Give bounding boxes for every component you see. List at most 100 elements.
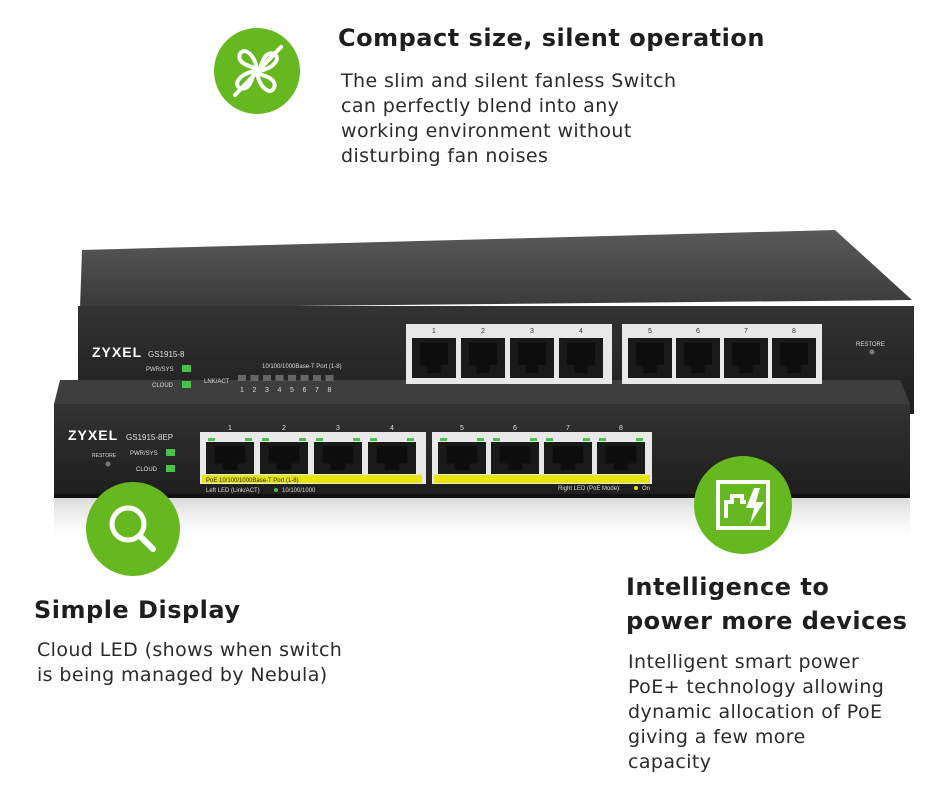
bottom-port-number: 4: [390, 425, 394, 432]
top-port: [676, 338, 720, 378]
bottom-port: [314, 438, 362, 474]
top-model: GS1915-8: [148, 350, 185, 359]
top-led-number: 6: [303, 387, 307, 394]
top-cloud-label: CLOUD: [152, 383, 174, 389]
bottom-poe-caption: PoE 10/100/1000Base-T Port (1-8): [206, 478, 299, 484]
feature-intelligence-line: dynamic allocation of PoE: [628, 701, 883, 723]
bottom-port-number: 7: [566, 425, 570, 432]
feature-intelligence-line: PoE+ technology allowing: [628, 676, 885, 698]
bottom-restore-button: [105, 461, 111, 467]
feature-display-title: Simple Display: [34, 596, 241, 624]
top-link-led: [275, 375, 284, 381]
top-port-caption: 10/100/1000Base-T Port (1-8): [262, 364, 342, 370]
top-led-number: 7: [315, 387, 319, 394]
feature-compact-line: The slim and silent fanless Switch: [341, 70, 677, 92]
top-led-number: 3: [265, 387, 269, 394]
top-port-number: 8: [792, 328, 796, 335]
bottom-port-number: 5: [460, 425, 464, 432]
feature-compact-line: disturbing fan noises: [341, 145, 549, 167]
top-brand: ZYXEL: [92, 344, 142, 360]
bottom-port-number: 1: [228, 425, 232, 432]
bottom-port: [260, 438, 308, 474]
switch-stack-illustration: ZYXEL GS1915-8 PWR/SYS CLOUD 10/100/1000…: [54, 230, 914, 548]
feature-compact-title: Compact size, silent operation: [338, 24, 765, 52]
top-link-led: [325, 375, 334, 381]
top-port-number: 7: [744, 328, 748, 335]
top-link-led: [288, 375, 296, 381]
feature-intelligence-title-line: Intelligence to: [626, 573, 830, 601]
top-pwr-led: [182, 365, 191, 372]
bottom-cloud-label: CLOUD: [136, 467, 158, 473]
bottom-right-led-caption: Right LED (PoE Mode):: [558, 486, 621, 492]
top-led-row: 1 2 3 4 5 6 7 8: [238, 375, 334, 394]
magnifier-icon-circle: [86, 482, 180, 576]
top-port: [628, 338, 672, 378]
bottom-port: [438, 438, 486, 474]
top-switch-top-face: [80, 230, 912, 308]
bottom-port: [206, 438, 254, 474]
top-link-led: [238, 375, 246, 381]
top-port: [510, 338, 554, 378]
top-lnk-label: LNK/ACT: [204, 379, 230, 385]
bottom-port-number: 8: [619, 425, 623, 432]
bottom-left-led-value: 10/100/1000: [282, 488, 316, 494]
bottom-port-number: 3: [336, 425, 340, 432]
bottom-port-number: 2: [282, 425, 286, 432]
top-port-number: 3: [530, 328, 534, 335]
top-port: [461, 338, 505, 378]
top-led-number: 1: [240, 387, 244, 394]
top-led-number: 2: [253, 387, 257, 394]
feature-intelligence-title-line: power more devices: [626, 607, 908, 635]
bottom-port-row: 1 2 3 4 5 6 7 8: [206, 425, 645, 474]
bottom-brand: ZYXEL: [68, 427, 118, 443]
feature-compact: Compact size, silent operation The slim …: [338, 24, 798, 169]
poe-power-port-icon-circle: [694, 456, 792, 554]
top-cloud-led: [182, 381, 191, 388]
top-link-led: [300, 375, 309, 381]
top-port: [772, 338, 816, 378]
bottom-port: [491, 438, 539, 474]
bottom-port: [544, 438, 592, 474]
top-port-row: 1 2 3 4 5 6 7 8: [412, 328, 816, 378]
bottom-port: [597, 438, 645, 474]
top-port-number: 2: [481, 328, 485, 335]
feature-intelligence-line: Intelligent smart power: [628, 651, 860, 673]
top-led-number: 5: [290, 387, 294, 394]
top-led-number: 8: [328, 387, 332, 394]
poe-strip: [202, 475, 422, 483]
top-port: [412, 338, 456, 378]
top-restore-label: RESTORE: [856, 342, 885, 348]
top-port-number: 5: [648, 328, 652, 335]
bottom-pwr-led: [166, 449, 175, 456]
magnifier-icon: [109, 505, 156, 552]
top-port: [559, 338, 603, 378]
feature-display: Simple Display Cloud LED (shows when swi…: [34, 596, 414, 688]
feature-intelligence-line: giving a few more: [628, 726, 806, 748]
feature-display-line: is being managed by Nebula): [37, 664, 328, 686]
feature-intelligence: Intelligence to power more devices Intel…: [626, 570, 946, 775]
no-fan-icon: [233, 45, 283, 97]
poe-strip: [434, 475, 650, 483]
top-link-led: [263, 375, 271, 381]
top-port-number: 1: [432, 328, 436, 335]
feature-compact-line: can perfectly blend into any: [341, 95, 620, 117]
bottom-port: [368, 438, 416, 474]
top-link-led: [313, 375, 321, 381]
bottom-model: GS1915-8EP: [126, 433, 173, 442]
bottom-right-led-value: On: [642, 486, 650, 492]
top-port: [724, 338, 768, 378]
feature-compact-line: working environment without: [341, 120, 632, 142]
bottom-left-led-caption: Left LED (Link/ACT): [206, 488, 260, 494]
feature-intelligence-line: capacity: [628, 751, 712, 773]
no-fan-icon-circle: [214, 28, 300, 114]
poe-power-port-icon: [716, 480, 770, 530]
top-port-number: 4: [579, 328, 583, 335]
bottom-switch-top-face: [54, 380, 910, 404]
top-port-number: 6: [696, 328, 700, 335]
bottom-port-number: 6: [513, 425, 517, 432]
top-pwr-label: PWR/SYS: [146, 367, 174, 373]
bottom-pwr-label: PWR/SYS: [130, 451, 158, 457]
top-led-number: 4: [278, 387, 282, 394]
bottom-cloud-led: [166, 465, 175, 472]
top-restore-button: [869, 349, 875, 355]
